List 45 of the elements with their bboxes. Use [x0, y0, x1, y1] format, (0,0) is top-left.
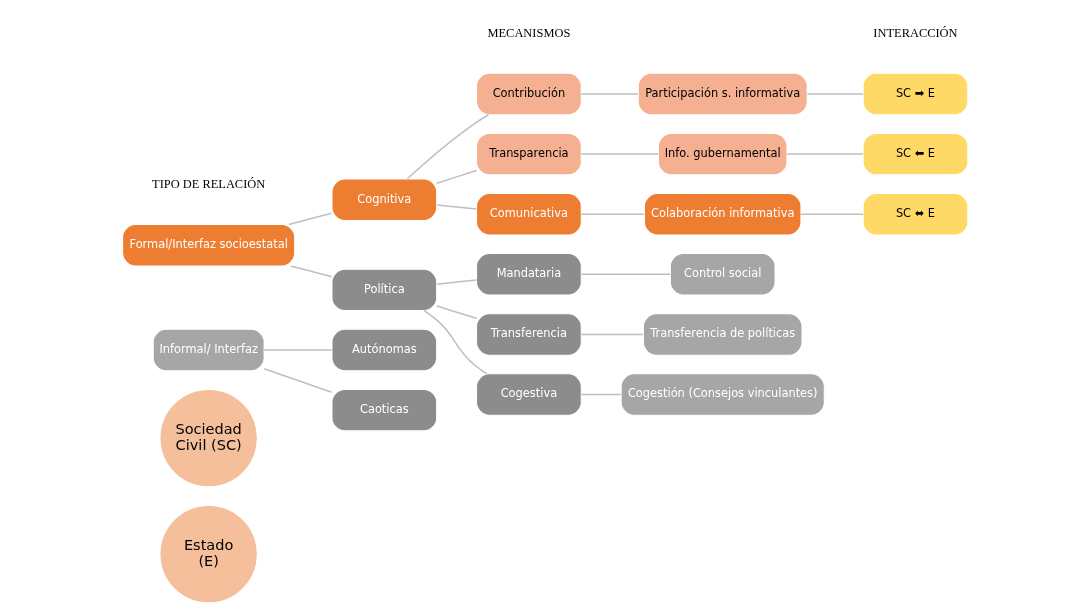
connector	[288, 212, 333, 225]
connector	[436, 278, 478, 285]
label: TIPO DE RELACIÓN	[152, 176, 266, 191]
connector	[786, 152, 864, 155]
connector	[406, 113, 490, 180]
node-box: Participación s. informativa	[637, 72, 808, 115]
node-box: Control social	[669, 252, 776, 296]
node-box: Transferencia	[476, 312, 582, 356]
node-box: SC ⬅ E	[862, 132, 969, 175]
connector	[436, 304, 478, 319]
connector	[436, 169, 478, 184]
label: MECANISMOS	[487, 25, 571, 40]
node-box: Informal/ Interfaz	[152, 328, 265, 371]
connector	[580, 212, 645, 215]
connector	[800, 212, 864, 215]
node-circle: Sociedad Civil (SC)	[159, 388, 258, 487]
node-box: Formal/Interfaz socioestatal	[122, 223, 296, 267]
connector	[263, 348, 333, 351]
node-box: Caoticas	[331, 388, 438, 431]
connector	[290, 264, 333, 277]
node-box: Política	[331, 268, 438, 311]
node-box: Contribución	[476, 72, 582, 115]
node-box: Transparencia	[476, 132, 582, 175]
node-box: Colaboración informativa	[643, 192, 802, 235]
connector	[580, 152, 659, 155]
node-box: Autónomas	[331, 328, 438, 371]
node-circle: Estado (E)	[159, 504, 258, 603]
node-box: Transferencia de políticas	[642, 312, 803, 356]
connector	[806, 92, 864, 95]
node-box: Cognitiva	[331, 177, 438, 221]
node-box: Mandataria	[476, 252, 582, 296]
connector	[580, 333, 644, 335]
node-box: SC ➡ E	[862, 72, 969, 115]
connector	[580, 92, 639, 95]
node-box: Cogestiva	[476, 372, 582, 416]
node-box: SC ⬌ E	[862, 192, 969, 235]
connector	[423, 309, 488, 375]
connector	[263, 367, 333, 393]
node-box: Cogestión (Consejos vinculantes)	[620, 372, 825, 416]
connector	[436, 203, 478, 210]
label: INTERACCIÓN	[873, 25, 958, 40]
node-box: Info. gubernamental	[657, 132, 788, 175]
node-box: Comunicativa	[476, 192, 582, 235]
connector	[580, 393, 622, 395]
connector	[580, 273, 671, 275]
